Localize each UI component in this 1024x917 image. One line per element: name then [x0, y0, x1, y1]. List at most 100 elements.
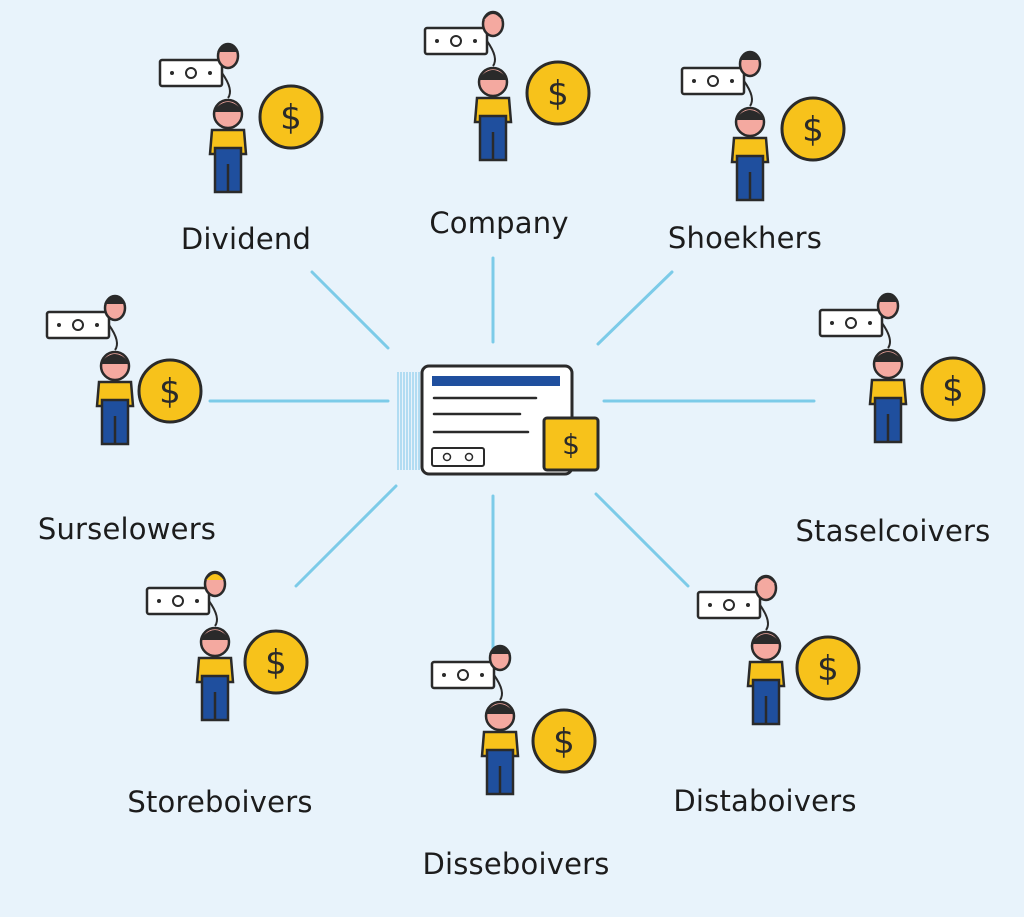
- banknote-icon: [145, 586, 211, 616]
- banknote-center: [185, 67, 197, 79]
- person-hair-icon: [735, 110, 765, 121]
- bill-string: [759, 604, 769, 631]
- banknote-dot: [473, 39, 477, 43]
- connector-line-6: [294, 484, 398, 588]
- node-figures: $ $ $ $ $ $ $ $: [45, 10, 986, 796]
- node-company: $: [423, 10, 591, 162]
- coin-dollar-symbol: $: [159, 372, 181, 412]
- dollar-coin-icon: [531, 708, 597, 774]
- banknote-icon: [430, 660, 496, 690]
- portrait-hair-icon: [739, 52, 761, 61]
- dollar-coin-icon: [795, 635, 861, 701]
- banknote-dot: [57, 323, 61, 327]
- banknote-dot: [708, 603, 712, 607]
- node-label-company: Company: [429, 206, 569, 240]
- banknote-icon: [423, 26, 489, 56]
- banknote-dot: [442, 673, 446, 677]
- connector-line-0: [310, 270, 390, 350]
- portrait-hair-icon: [204, 572, 226, 581]
- connector-lines: [208, 256, 816, 668]
- banknote-icon: [680, 66, 746, 96]
- banknote-center: [707, 75, 719, 87]
- banknote-icon: [158, 58, 224, 88]
- node-label-shoekhers: Shoekhers: [667, 221, 823, 255]
- bill-string: [881, 322, 891, 349]
- hub-button-icon: [431, 447, 485, 467]
- portrait-hair-icon: [104, 296, 126, 305]
- bill-string: [221, 72, 231, 99]
- connector-line-4: [594, 492, 690, 588]
- dividend-payment-document: $: [397, 364, 600, 476]
- person-hair-icon: [200, 630, 230, 641]
- portrait-hair-icon: [217, 44, 239, 53]
- banknote-icon: [45, 310, 111, 340]
- node-label-surselowers: Surselowers: [37, 512, 217, 546]
- node-distaboivers: $: [696, 574, 861, 726]
- node-stasel: $: [818, 292, 986, 444]
- node-dividend: $: [158, 42, 324, 194]
- banknote-dot: [692, 79, 696, 83]
- bill-string: [743, 80, 753, 107]
- portrait-hair-icon: [877, 294, 899, 303]
- coin-dollar-symbol: $: [802, 110, 824, 150]
- banknote-dot: [830, 321, 834, 325]
- node-surselowers: $: [45, 294, 203, 446]
- node-label-staselcoivers: Staselcoivers: [795, 514, 991, 548]
- coin-dollar-symbol: $: [942, 370, 964, 410]
- hub-button-dot: [442, 452, 452, 462]
- bill-string: [486, 40, 496, 67]
- banknote-dot: [730, 79, 734, 83]
- dollar-badge-icon: [542, 416, 600, 472]
- coin-dollar-symbol: $: [817, 649, 839, 689]
- dollar-coin-icon: [243, 629, 309, 695]
- person-hair-icon: [751, 634, 781, 645]
- bill-string: [108, 324, 118, 351]
- dollar-coin-icon: [525, 60, 591, 126]
- node-label-storeboivers: Storeboivers: [127, 785, 313, 819]
- person-hair-icon: [213, 102, 243, 113]
- banknote-dot: [170, 71, 174, 75]
- banknote-icon: [696, 590, 762, 620]
- banknote-icon: [818, 308, 884, 338]
- coin-dollar-symbol: $: [547, 74, 569, 114]
- banknote-center: [723, 599, 735, 611]
- banknote-dot: [208, 71, 212, 75]
- banknote-center: [72, 319, 84, 331]
- hub-header-bar: [432, 376, 560, 386]
- dollar-coin-icon: [780, 96, 846, 162]
- banknote-dot: [95, 323, 99, 327]
- person-hair-icon: [478, 70, 508, 81]
- coin-dollar-symbol: $: [265, 643, 287, 683]
- coin-dollar-symbol: $: [280, 98, 302, 138]
- banknote-center: [450, 35, 462, 47]
- banknote-center: [172, 595, 184, 607]
- person-hair-icon: [873, 352, 903, 363]
- coin-dollar-symbol: $: [553, 722, 575, 762]
- banknote-dot: [435, 39, 439, 43]
- banknote-dot: [195, 599, 199, 603]
- person-hair-icon: [100, 354, 130, 365]
- portrait-hair-icon: [755, 576, 777, 585]
- node-storeboivers: $: [145, 570, 309, 722]
- banknote-dot: [480, 673, 484, 677]
- node-label-distaboivers: Distaboivers: [673, 784, 857, 818]
- node-disseboivers: $: [430, 644, 597, 796]
- person-hair-icon: [485, 704, 515, 715]
- banknote-dot: [868, 321, 872, 325]
- banknote-center: [845, 317, 857, 329]
- portrait-hair-icon: [482, 12, 504, 21]
- node-shoekhers: $: [680, 50, 846, 202]
- dollar-coin-icon: [137, 358, 203, 424]
- banknote-dot: [746, 603, 750, 607]
- banknote-center: [457, 669, 469, 681]
- connector-line-2: [596, 270, 674, 346]
- dollar-coin-icon: [258, 84, 324, 150]
- bill-string: [208, 600, 218, 627]
- bill-string: [493, 674, 503, 701]
- banknote-dot: [157, 599, 161, 603]
- node-label-dividend: Dividend: [180, 222, 312, 256]
- portrait-hair-icon: [489, 646, 511, 655]
- dollar-badge-symbol: $: [562, 428, 580, 461]
